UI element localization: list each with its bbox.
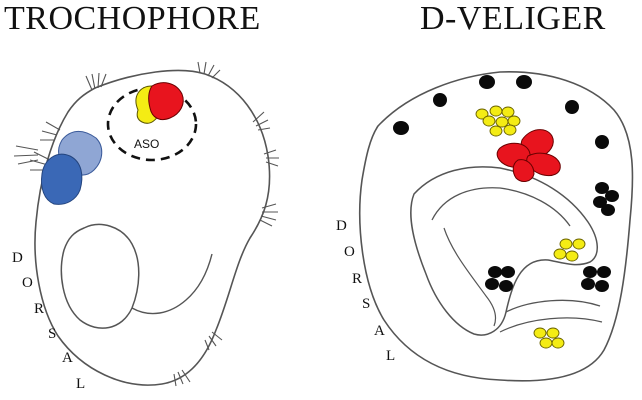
black-cell — [516, 75, 532, 89]
dorsal-letter: A — [374, 323, 385, 339]
dorsal-letter: L — [76, 376, 85, 392]
dorsal-letter: R — [352, 271, 362, 287]
black-cell — [605, 190, 619, 202]
black-cell — [501, 266, 515, 278]
black-cell — [565, 100, 579, 114]
aso-red-cell — [149, 83, 184, 120]
black-cell — [479, 75, 495, 89]
veliger-inner-fold — [432, 188, 570, 226]
dorsal-letter: O — [344, 244, 355, 260]
trochophore-dark-blue-cell — [42, 154, 82, 204]
black-cell — [597, 266, 611, 278]
dorsal-letter: D — [12, 250, 23, 266]
aso-label: ASO — [134, 137, 159, 151]
black-cell — [499, 280, 513, 292]
black-cell — [583, 266, 597, 278]
dorsal-letter: A — [62, 350, 73, 366]
dorsal-letter: S — [362, 296, 370, 312]
veliger-lower-fold — [506, 300, 600, 312]
black-cell — [601, 204, 615, 216]
black-cell — [488, 266, 502, 278]
veliger-inner-fold — [444, 228, 496, 326]
trochophore-dorsal-label: D O R S A L — [12, 250, 85, 392]
black-cell — [433, 93, 447, 107]
dorsal-letter: O — [22, 275, 33, 291]
black-cell — [595, 280, 609, 292]
trochophore-gut-outline — [61, 225, 138, 329]
black-cell — [581, 278, 595, 290]
dorsal-letter: D — [336, 218, 347, 234]
black-cell — [393, 121, 409, 135]
dorsal-letter: S — [48, 326, 56, 342]
d-veliger-larva: D O R S A L — [336, 72, 633, 381]
black-cell — [595, 135, 609, 149]
trochophore-larva: ASO D O R S A L — [12, 62, 279, 392]
veliger-shell-outline — [360, 72, 633, 381]
dorsal-letter: L — [386, 348, 395, 364]
veliger-dorsal-label: D O R S A L — [336, 218, 395, 364]
dorsal-letter: R — [34, 301, 44, 317]
black-cell — [485, 278, 499, 290]
trochophore-gut-channel — [132, 254, 212, 314]
veliger-red-cells — [497, 130, 560, 182]
veliger-inner-outline — [411, 167, 597, 335]
